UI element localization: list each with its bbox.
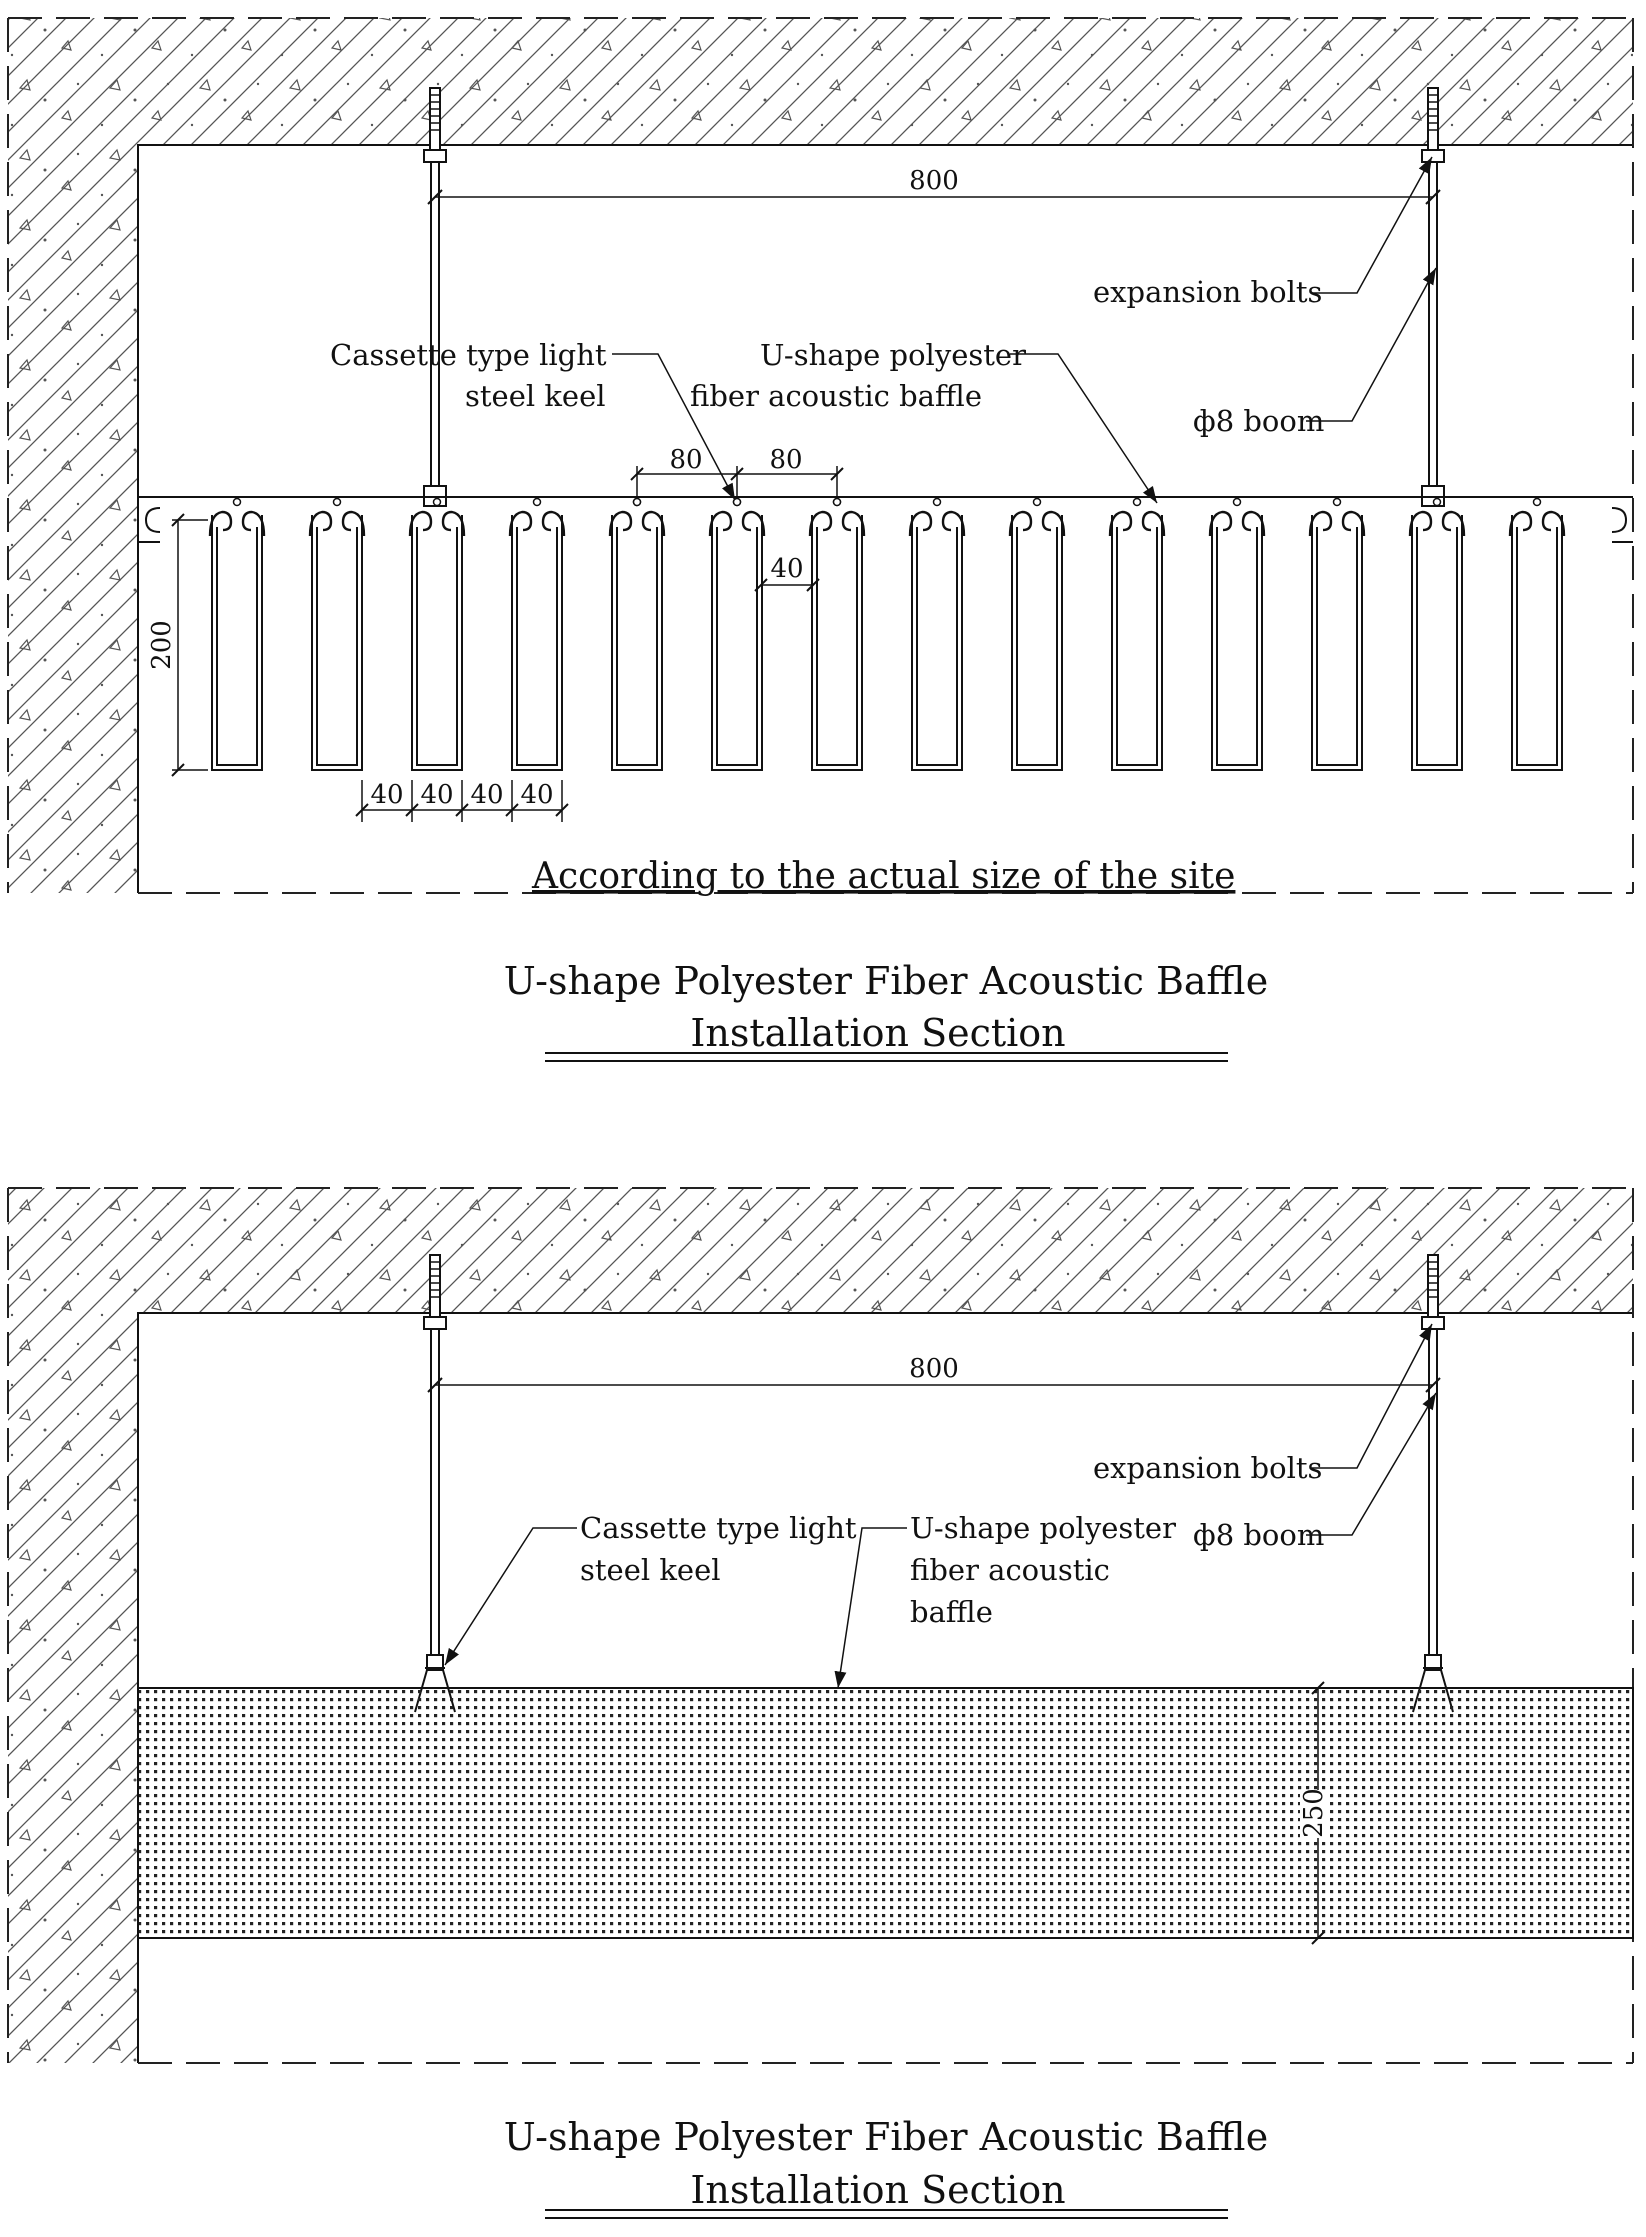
label-expansion-bolts-2: expansion bolts <box>1093 1451 1322 1485</box>
u-baffle <box>1208 497 1266 771</box>
label-baffle-2-line2: fiber acoustic <box>910 1553 1110 1587</box>
dim-40-gap: 40 <box>770 554 803 584</box>
hanger-rod-left-2 <box>414 1254 456 1713</box>
dimension-height-2: 250 <box>1299 1681 1330 1945</box>
perforated-baffle-panel <box>137 1687 1634 1939</box>
label-boom: ф8 boom <box>1193 404 1324 438</box>
hanger-rod-right-2 <box>1412 1254 1454 1713</box>
dimension-height-1: 200 <box>147 513 208 777</box>
dimension-pitch-1: 80 80 <box>630 445 844 507</box>
title-line2: Installation Section <box>690 1011 1065 1055</box>
label-keel-line2: steel keel <box>465 379 606 413</box>
label-baffle-2-line1: U-shape polyester <box>910 1511 1176 1545</box>
label-keel-2-line2: steel keel <box>580 1553 721 1587</box>
label-baffle-line1: U-shape polyester <box>760 338 1026 372</box>
title-block-1: U-shape Polyester Fiber Acoustic Baffle … <box>504 959 1268 1062</box>
u-baffle <box>1408 497 1466 771</box>
dim-80-a: 80 <box>669 445 702 475</box>
u-baffle <box>1308 497 1366 771</box>
title-block-2: U-shape Polyester Fiber Acoustic Baffle … <box>504 2115 1268 2219</box>
label-baffle-2-line3: baffle <box>910 1595 993 1629</box>
dimension-800-1: 800 <box>427 166 1441 205</box>
site-note: According to the actual size of the site <box>531 856 1235 897</box>
label-keel-2-line1: Cassette type light <box>580 1511 857 1545</box>
callouts-2: expansion bolts ф8 boom Cassette type li… <box>444 1323 1437 1689</box>
label-boom-2: ф8 boom <box>1193 1518 1324 1552</box>
hanger-rod-left-1 <box>423 87 447 507</box>
section-2: 800 250 expansion bolts ф8 boom Cassette… <box>7 1187 1634 2219</box>
section-1: 800 80 80 40 <box>7 17 1634 1062</box>
label-keel-line1: Cassette type light <box>330 338 607 372</box>
u-baffle <box>1108 497 1166 771</box>
title2-line2: Installation Section <box>690 2168 1065 2212</box>
dimension-800-2: 800 <box>427 1354 1441 1393</box>
dimension-bottom-1: 40 40 40 40 <box>355 780 569 822</box>
u-baffle <box>1508 497 1566 771</box>
slab-outline-1 <box>137 144 1633 893</box>
hanger-rod-right-1 <box>1421 87 1445 507</box>
dim-200: 200 <box>147 620 177 670</box>
label-expansion-bolts: expansion bolts <box>1093 275 1322 309</box>
dim-80-b: 80 <box>769 445 802 475</box>
u-baffle <box>608 497 666 771</box>
u-baffle <box>208 497 266 771</box>
dim-800-label: 800 <box>909 166 959 196</box>
dim-bottom-40-2: 40 <box>420 780 453 810</box>
steel-keel-rail-1 <box>138 496 1633 543</box>
baffle-row-1 <box>208 497 1566 771</box>
title2-line1: U-shape Polyester Fiber Acoustic Baffle <box>504 2115 1268 2159</box>
dim-250: 250 <box>1299 1788 1329 1838</box>
u-baffle <box>708 497 766 771</box>
u-baffle <box>308 497 366 771</box>
title-line1: U-shape Polyester Fiber Acoustic Baffle <box>504 959 1268 1003</box>
callouts-1: expansion bolts ф8 boom Cassette type li… <box>330 156 1437 897</box>
dim-bottom-40-4: 40 <box>520 780 553 810</box>
dimension-gap-1: 40 <box>754 554 820 592</box>
dim-bottom-40-1: 40 <box>370 780 403 810</box>
dim-800-label-2: 800 <box>909 1354 959 1384</box>
concrete-slab-1 <box>8 18 1633 893</box>
u-baffle <box>1008 497 1066 771</box>
label-baffle-line2: fiber acoustic baffle <box>690 379 982 413</box>
dim-bottom-40-3: 40 <box>470 780 503 810</box>
u-baffle <box>408 497 466 771</box>
u-baffle <box>908 497 966 771</box>
u-baffle <box>508 497 566 771</box>
u-baffle <box>808 497 866 771</box>
